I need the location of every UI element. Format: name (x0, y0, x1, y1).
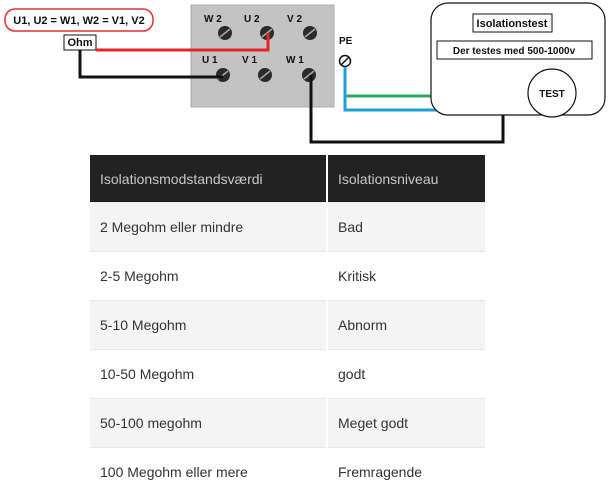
terminal-screw-u1 (216, 68, 230, 82)
terminal-screw-w2 (218, 26, 232, 40)
cell-level: Meget godt (326, 398, 485, 448)
terminal-label-u1: U 1 (202, 55, 218, 66)
table-row: 5-10 Megohm Abnorm (90, 300, 485, 350)
terminal-label-v2: V 2 (287, 14, 302, 25)
tester-title-box (472, 13, 553, 33)
cell-resistance: 10-50 Megohm (90, 349, 327, 399)
pe-terminal-icon (338, 54, 352, 68)
test-button-label: TEST (539, 89, 565, 100)
tester-subtitle-box (436, 40, 593, 60)
cell-level: Fremragende (326, 447, 485, 496)
terminal-screw-w1 (302, 68, 316, 82)
black-wire-w1 (309, 75, 505, 144)
terminal-screw-v2 (303, 26, 317, 40)
cell-resistance: 2 Megohm eller mindre (90, 202, 327, 252)
cell-level: Bad (326, 202, 485, 252)
insulation-table: Isolationsmodstandsværdi Isolationsnivea… (90, 155, 485, 496)
table-row: 100 Megohm eller mere Fremragende (90, 447, 485, 496)
table-row: 50-100 megohm Meget godt (90, 398, 485, 448)
cell-resistance: 5-10 Megohm (90, 300, 327, 350)
terminal-label-u2: U 2 (244, 14, 260, 25)
header-level: Isolationsniveau (326, 155, 485, 203)
black-wire-ohm (78, 50, 223, 79)
formula-text: U1, U2 = W1, W2 = V1, V2 (13, 15, 144, 27)
tester-subtitle: Der testes med 500-1000v (453, 46, 576, 57)
cell-resistance: 100 Megohm eller mere (90, 447, 327, 496)
wiring-diagram: U1, U2 = W1, W2 = V1, V2 Ohm W 2 U 2 V 2… (4, 2, 606, 144)
header-resistance: Isolationsmodstandsværdi (90, 155, 327, 203)
cell-level: Abnorm (326, 300, 485, 350)
table-row: 2 Megohm eller mindre Bad (90, 202, 485, 252)
red-wire (96, 33, 270, 52)
formula-box (4, 8, 154, 32)
table-row: 10-50 Megohm godt (90, 349, 485, 399)
cell-resistance: 50-100 megohm (90, 398, 327, 448)
table-row: 2-5 Megohm Kritisk (90, 251, 485, 301)
cell-resistance: 2-5 Megohm (90, 251, 327, 301)
terminal-screw-v1 (258, 68, 272, 82)
cell-level: godt (326, 349, 485, 399)
tester-title: Isolationstest (477, 18, 548, 30)
terminal-label-v1: V 1 (242, 55, 257, 66)
terminal-label-w2: W 2 (204, 14, 222, 25)
cell-level: Kritisk (326, 251, 485, 301)
ohm-label: Ohm (67, 37, 92, 49)
terminal-label-w1: W 1 (286, 55, 304, 66)
test-button[interactable]: TEST (527, 68, 577, 118)
table-header-row: Isolationsmodstandsværdi Isolationsnivea… (90, 155, 485, 203)
pe-label: PE (339, 36, 353, 47)
blue-wire (343, 67, 463, 112)
